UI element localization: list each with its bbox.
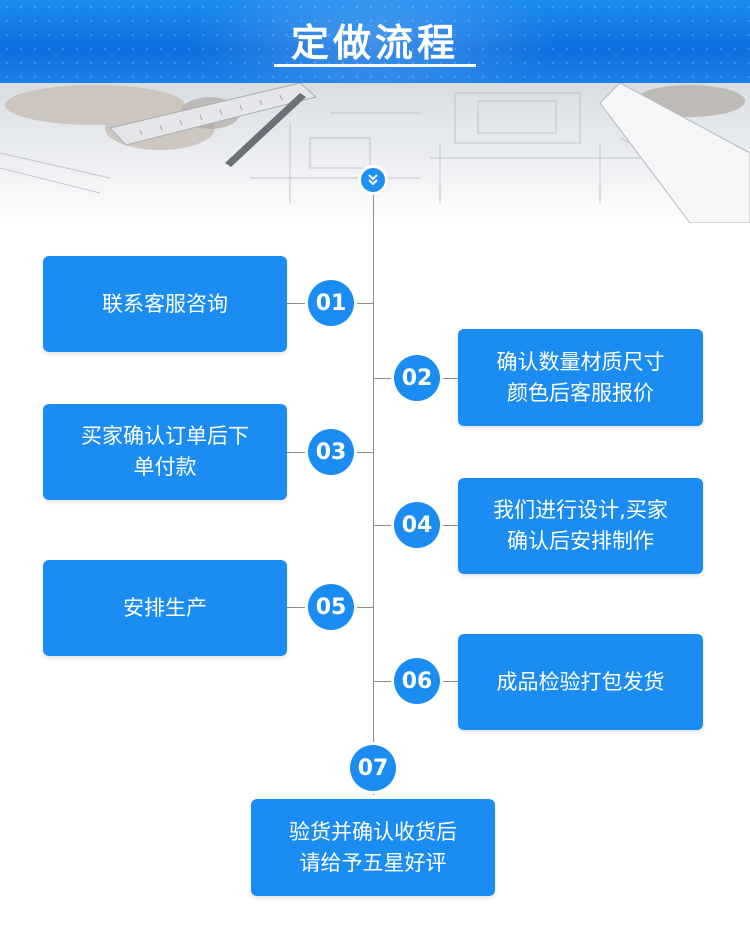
step-number-02: 02 (394, 355, 440, 401)
step-text: 请给予五星好评 (299, 850, 447, 875)
step-box-07: 验货并确认收货后 请给予五星好评 (251, 799, 495, 896)
double-chevron-down-icon (361, 168, 385, 192)
step-text: 单付款 (133, 455, 197, 479)
step-number-01: 01 (308, 280, 354, 326)
step-text: 安排生产 (123, 595, 207, 620)
step-text: 我们进行设计,买家 (493, 498, 668, 522)
step-box-06: 成品检验打包发货 (458, 634, 703, 730)
blueprint-photo (0, 83, 750, 223)
step-number-03: 03 (308, 429, 354, 475)
step-box-05: 安排生产 (43, 560, 287, 656)
blueprint-illustration (0, 83, 750, 223)
step-text: 验货并确认收货后 (289, 819, 457, 844)
step-box-04: 我们进行设计,买家 确认后安排制作 (458, 478, 703, 574)
step-number-04: 04 (394, 502, 440, 548)
header-banner: 定做流程 (0, 0, 750, 83)
step-text: 确认后安排制作 (507, 529, 654, 553)
header-glow (190, 0, 560, 83)
timeline-spine (373, 185, 374, 795)
title-underline (274, 64, 476, 67)
step-box-02: 确认数量材质尺寸 颜色后客服报价 (458, 329, 703, 426)
header-pattern (0, 0, 750, 83)
step-box-03: 买家确认订单后下 单付款 (43, 404, 287, 500)
step-number-06: 06 (394, 658, 440, 704)
step-number-07: 07 (350, 745, 396, 791)
step-number-05: 05 (308, 584, 354, 630)
page-title: 定做流程 (290, 21, 459, 65)
step-text: 颜色后客服报价 (507, 380, 654, 405)
step-text: 联系客服咨询 (102, 291, 228, 316)
step-text: 买家确认订单后下 (81, 424, 249, 448)
step-box-01: 联系客服咨询 (43, 256, 287, 352)
step-text: 确认数量材质尺寸 (496, 349, 665, 374)
step-text: 成品检验打包发货 (496, 669, 665, 694)
